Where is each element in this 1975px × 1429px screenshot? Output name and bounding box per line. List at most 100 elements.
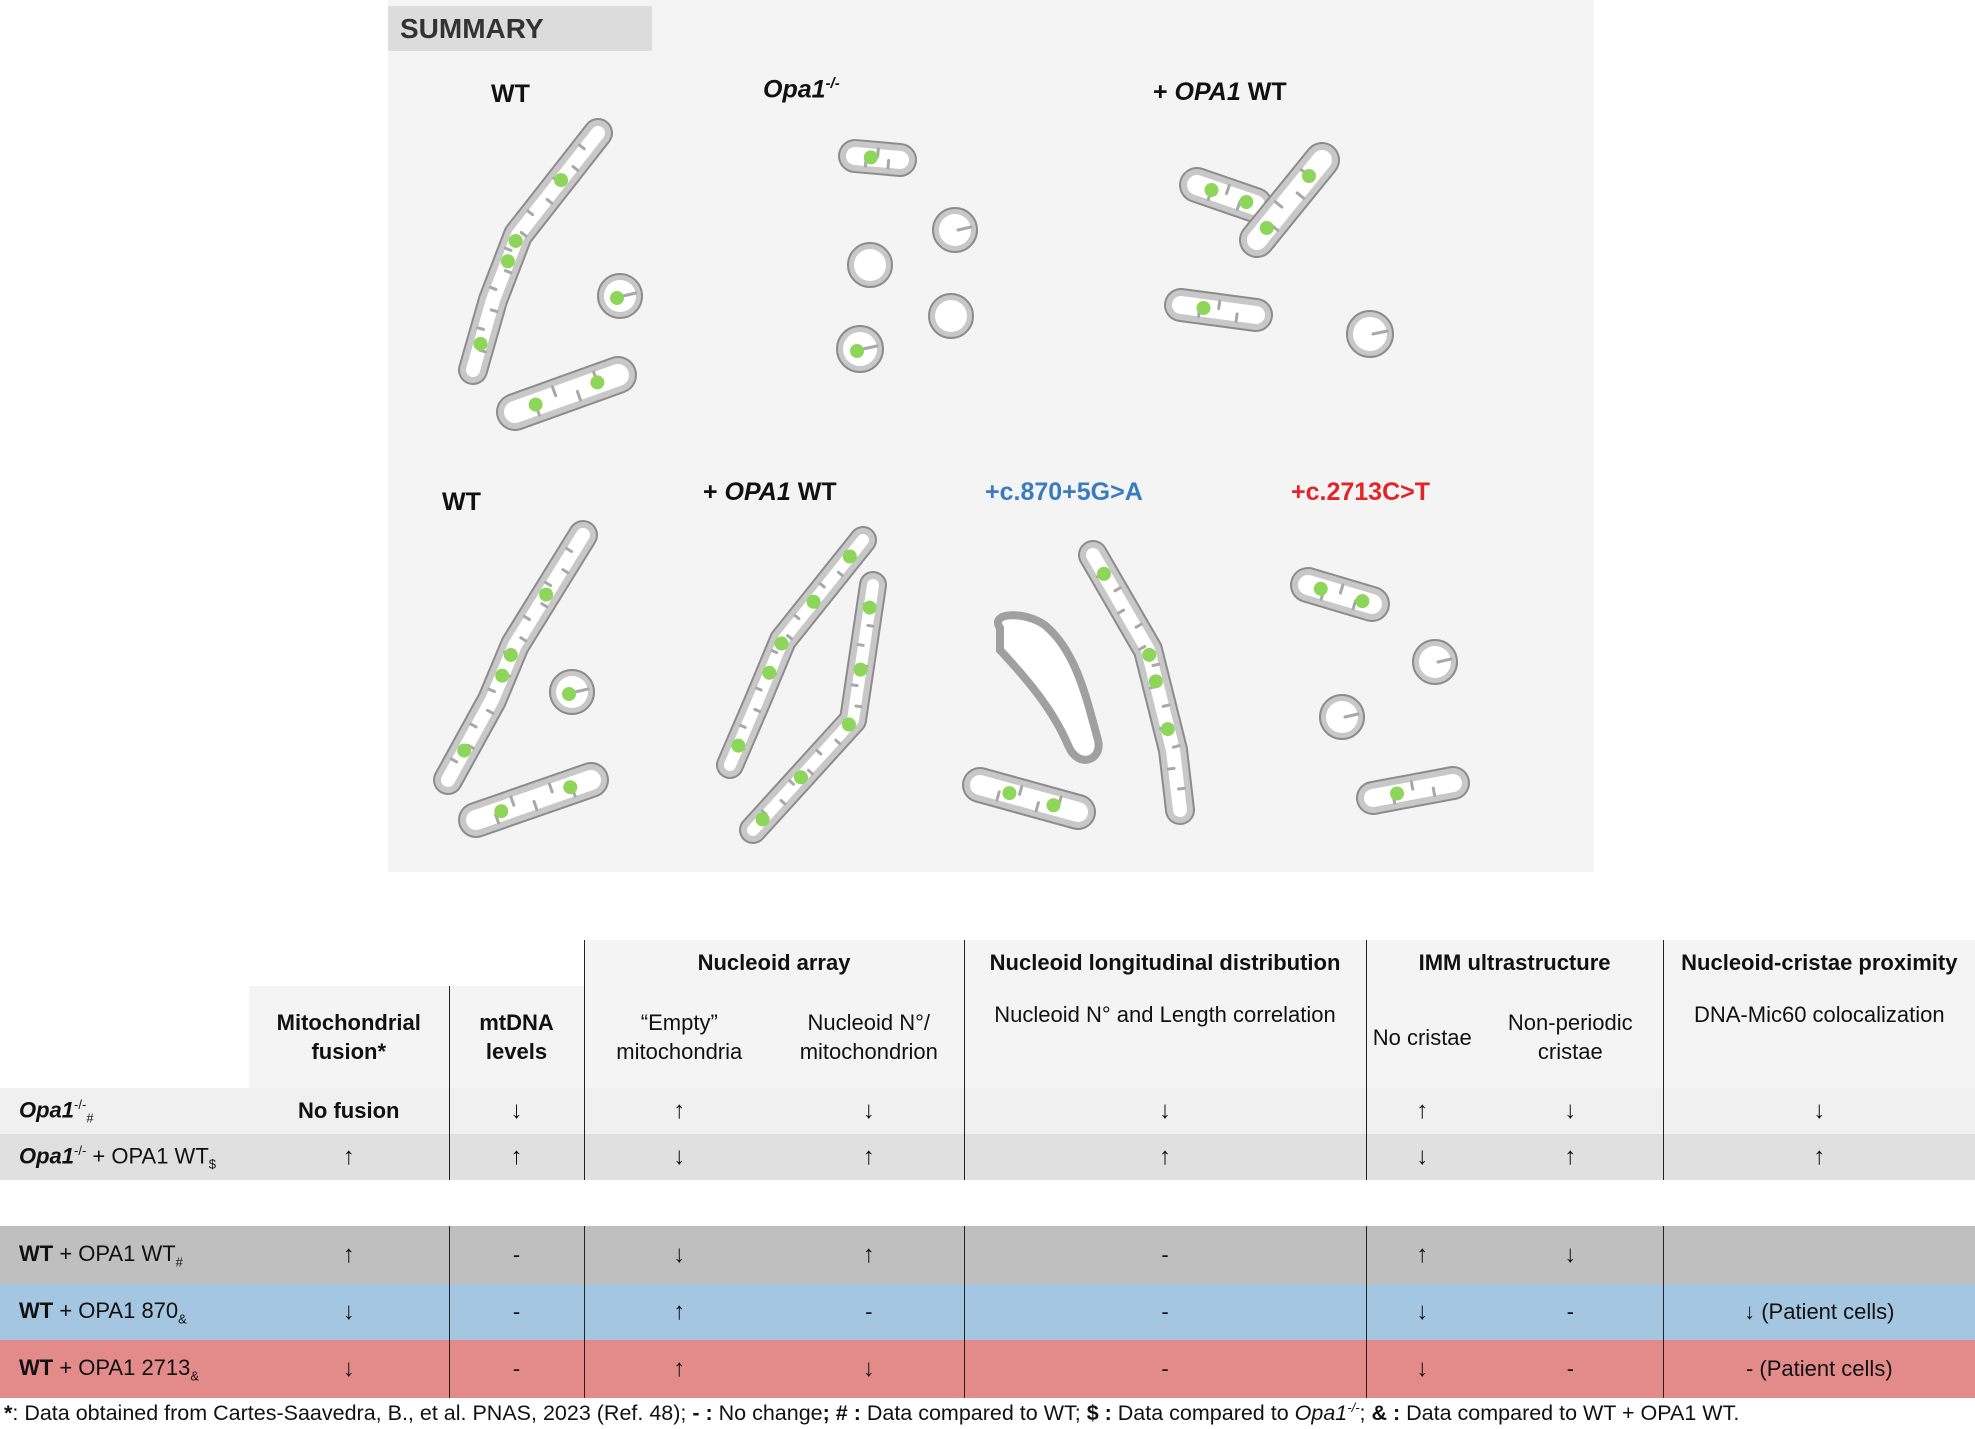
cell-colocalization — [1662, 1226, 1975, 1284]
label-opa1-ko: Opa1-/- — [763, 75, 840, 104]
nucleoid — [528, 397, 543, 412]
cell-fusion: ↑ — [249, 1134, 449, 1180]
nucleoid — [853, 662, 868, 677]
table-row: Opa1-/- + OPA1 WT$ ↑ ↑ ↓ ↑ ↑ ↓ ↑ ↑ — [0, 1134, 1975, 1180]
col-mtdna-levels: mtDNA levels — [448, 986, 585, 1088]
mitochondrion-wt-bottom-round — [549, 669, 595, 715]
mitochondrion-ko-round — [928, 293, 974, 339]
mitochondrion-2713-short2 — [1356, 766, 1470, 815]
nucleoid — [731, 738, 746, 753]
nucleoid — [494, 804, 509, 819]
cell-mtdna: ↓ — [448, 1088, 585, 1134]
nucleoid — [563, 780, 578, 795]
summary-panel: SUMMARY WT Opa1-/- + OPA1 WT WT + OPA1 W… — [388, 0, 1594, 872]
footnote: *: Data obtained from Cartes-Saavedra, B… — [4, 1400, 1740, 1426]
group-imm-ultrastructure: IMM ultrastructure — [1365, 940, 1664, 986]
cell-nonperiodic: - — [1478, 1284, 1664, 1340]
cell-empty: ↓ — [583, 1134, 775, 1180]
group-nucleoid-array: Nucleoid array — [583, 940, 965, 986]
cell-empty: ↑ — [583, 1088, 775, 1134]
nucleoid — [850, 344, 864, 358]
cell-nucleoid-n: ↓ — [774, 1340, 965, 1398]
cell-fusion: ↑ — [249, 1226, 449, 1284]
cell-nonperiodic: ↓ — [1478, 1088, 1664, 1134]
nucleoid — [473, 336, 488, 351]
cell-length-corr: ↓ — [963, 1088, 1367, 1134]
cell-no-cristae: ↓ — [1365, 1284, 1479, 1340]
cell-empty: ↑ — [583, 1284, 775, 1340]
cell-colocalization: ↓ — [1662, 1088, 1975, 1134]
cell-nonperiodic: ↑ — [1478, 1134, 1664, 1180]
nucleoid — [1390, 786, 1404, 801]
row-label: WT + OPA1 2713& — [0, 1340, 249, 1398]
cell-nucleoid-n: ↓ — [774, 1088, 965, 1134]
table-row: WT + OPA1 WT# ↑ - ↓ ↑ - ↑ ↓ — [0, 1226, 1975, 1284]
nucleoid — [1204, 183, 1219, 197]
cell-mtdna: ↑ — [448, 1134, 585, 1180]
nucleoid — [841, 717, 856, 732]
header-spacer — [0, 940, 585, 986]
mitochondrion-rescue-bottom-long — [716, 526, 877, 779]
mitochondrion-rescue-top-short2 — [1164, 288, 1273, 332]
nucleoid — [762, 665, 777, 680]
cell-no-cristae: ↑ — [1365, 1088, 1479, 1134]
label-variant-2713: +c.2713C>T — [1291, 478, 1430, 506]
summary-title: SUMMARY — [388, 6, 652, 51]
mitochondrion-870-long — [1078, 540, 1195, 825]
nucleoid — [1148, 674, 1163, 689]
mitochondrion-rescue-top-long — [1239, 142, 1340, 258]
cell-no-cristae: ↑ — [1365, 1226, 1479, 1284]
col-length-correlation: Nucleoid N° and Length correlation — [963, 986, 1367, 1088]
cell-fusion: No fusion — [249, 1088, 449, 1134]
group-nucleoid-cristae-proximity: Nucleoid-cristae proximity — [1662, 940, 1975, 986]
mitochondria-illustration — [433, 118, 1470, 844]
mitochondrion-2713-round2 — [1319, 694, 1365, 740]
label-wt-bottom: WT — [442, 488, 481, 516]
cell-nucleoid-n: - — [774, 1284, 965, 1340]
table-row: Opa1-/-# No fusion ↓ ↑ ↓ ↓ ↑ ↓ ↓ — [0, 1088, 1975, 1134]
cell-mtdna: - — [448, 1284, 585, 1340]
nucleoid — [495, 668, 510, 683]
nucleoid — [1096, 566, 1111, 581]
nucleoid — [862, 600, 877, 615]
nucleoid — [863, 150, 878, 165]
nucleoid — [1259, 221, 1274, 235]
col-empty-mitochondria: “Empty” mitochondria — [583, 986, 775, 1088]
mitochondrion-wt-top-long — [458, 118, 613, 385]
cell-length-corr: - — [963, 1226, 1367, 1284]
nucleoid — [806, 594, 821, 609]
mitochondrion-ko-round — [847, 242, 893, 288]
nucleoid — [503, 647, 518, 662]
label-wt-top: WT — [491, 80, 530, 108]
nucleoid — [500, 254, 515, 269]
nucleoid — [793, 770, 808, 785]
cell-nonperiodic: - — [1478, 1340, 1664, 1398]
row-label: WT + OPA1 WT# — [0, 1226, 249, 1284]
cell-length-corr: - — [963, 1340, 1367, 1398]
cell-colocalization: ↑ — [1662, 1134, 1975, 1180]
nucleoid — [610, 291, 624, 305]
label-opa1-rescue-top: + OPA1 WT — [1153, 78, 1287, 106]
nucleoid — [1313, 581, 1328, 596]
group-longitudinal-distribution: Nucleoid longitudinal distribution — [963, 940, 1367, 986]
col-mitochondrial-fusion: Mitochondrial fusion* — [249, 986, 449, 1088]
table-row: WT + OPA1 870& ↓ - ↑ - - ↓ - ↓ (Patient … — [0, 1284, 1975, 1340]
mitochondrion-ko-round-crista — [932, 207, 978, 253]
col-nucleoid-number: Nucleoid N°/ mitochondrion — [774, 986, 965, 1088]
mitochondrion-2713-short — [1290, 567, 1390, 622]
label-opa1-rescue-bottom: + OPA1 WT — [703, 478, 837, 506]
col-colocalization: DNA-Mic60 colocalization — [1662, 986, 1975, 1088]
cell-fusion: ↓ — [249, 1340, 449, 1398]
mitochondrion-ko-round-nucleoid — [836, 325, 884, 373]
cell-empty: ↑ — [583, 1340, 775, 1398]
nucleoid — [508, 233, 523, 248]
mitochondrion-wt-top-round — [597, 273, 643, 319]
mitochondrion-870-swollen — [994, 611, 1103, 764]
label-variant-870: +c.870+5G>A — [985, 478, 1143, 506]
row-label-header — [0, 986, 249, 1088]
nucleoid — [842, 549, 857, 564]
row-label: Opa1-/- + OPA1 WT$ — [0, 1134, 249, 1180]
row-label: Opa1-/-# — [0, 1088, 249, 1134]
nucleoid — [1160, 722, 1175, 737]
cell-colocalization: ↓ (Patient cells) — [1662, 1284, 1975, 1340]
